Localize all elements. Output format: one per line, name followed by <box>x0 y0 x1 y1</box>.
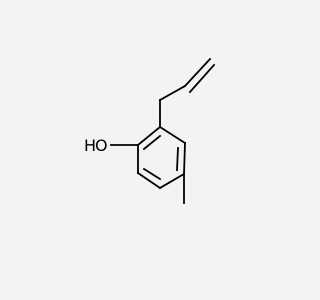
allyl-group <box>158 57 216 128</box>
ring-bond-c1-c2 <box>136 125 162 147</box>
ring-double-bond-c5-c6 <box>142 167 162 181</box>
allyl-bond-ch2-ch <box>158 84 187 102</box>
molecule-structure: H O <box>84 57 216 204</box>
allyl-double-bond-inner <box>188 63 216 94</box>
ring-double-bond-c1-c2 <box>142 134 162 151</box>
ring-bond-c5-c6 <box>136 171 162 190</box>
oxygen-label: O <box>95 136 108 155</box>
ring-bond-c2-c3 <box>158 125 187 145</box>
ring-double-bond-c3-c4 <box>176 147 179 171</box>
hydrogen-label: H <box>84 136 96 155</box>
ring-bond-c4-c5 <box>158 172 186 190</box>
molecule-canvas: H O <box>84 57 216 204</box>
allyl-double-bond-outer <box>183 57 212 88</box>
ring-bond-c3-c4 <box>183 142 186 175</box>
benzene-ring <box>136 125 187 190</box>
